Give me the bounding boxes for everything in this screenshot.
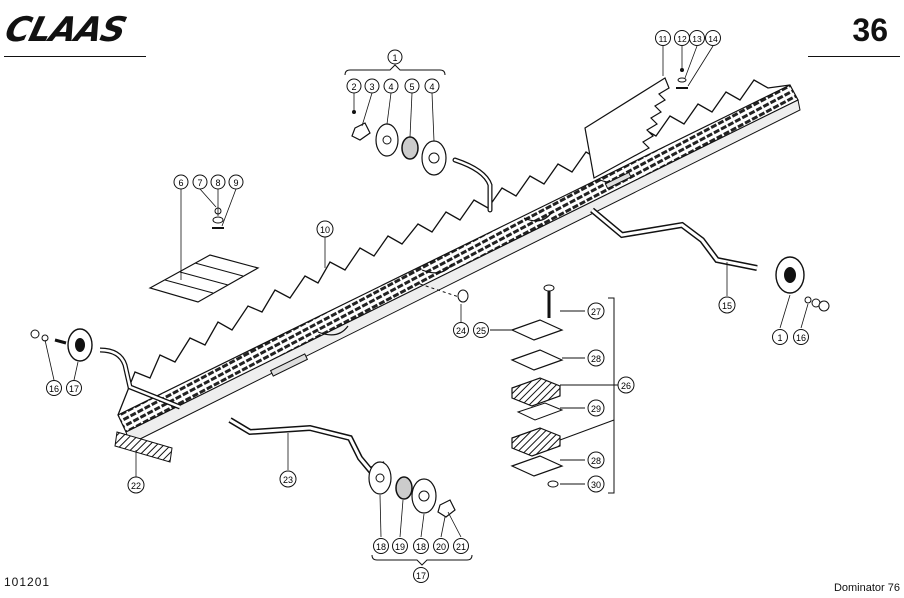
model-name: Dominator 76 bbox=[833, 582, 900, 594]
svg-text:11: 11 bbox=[659, 34, 668, 44]
callout: 9 bbox=[228, 174, 244, 190]
svg-text:16: 16 bbox=[796, 333, 806, 343]
drawing-code: 101201 bbox=[4, 575, 51, 589]
callout-labels: 1 2 3 4 5 4 6 7 8 9 10 11 12 13 14 15 1 … bbox=[46, 30, 809, 583]
callout: 11 bbox=[655, 30, 671, 46]
callout: 3 bbox=[364, 78, 380, 94]
svg-text:24: 24 bbox=[456, 326, 466, 336]
svg-text:17: 17 bbox=[69, 384, 79, 394]
svg-text:29: 29 bbox=[591, 404, 601, 414]
callout: 8 bbox=[210, 174, 226, 190]
svg-text:20: 20 bbox=[436, 542, 446, 552]
callout: 4 bbox=[383, 78, 399, 94]
svg-text:7: 7 bbox=[197, 178, 202, 188]
svg-text:1: 1 bbox=[392, 53, 397, 63]
svg-text:4: 4 bbox=[388, 82, 393, 92]
svg-text:25: 25 bbox=[476, 326, 486, 336]
callout: 18 bbox=[373, 538, 389, 554]
part-6-plate bbox=[148, 254, 260, 303]
callout: 22 bbox=[127, 476, 145, 494]
callout: 20 bbox=[433, 538, 449, 554]
callout: 27 bbox=[587, 302, 605, 320]
callout: 12 bbox=[674, 30, 690, 46]
svg-text:18: 18 bbox=[376, 542, 386, 552]
callout: 28 bbox=[587, 349, 605, 367]
callout: 29 bbox=[587, 399, 605, 417]
callout: 10 bbox=[316, 220, 334, 238]
svg-text:21: 21 bbox=[456, 542, 466, 552]
header-rule-left bbox=[4, 56, 146, 57]
callout: 23 bbox=[279, 470, 297, 488]
svg-text:3: 3 bbox=[369, 82, 374, 92]
straw-walker bbox=[117, 79, 801, 445]
svg-text:17: 17 bbox=[416, 571, 426, 581]
callout: 25 bbox=[473, 322, 489, 338]
callout: 15 bbox=[718, 296, 736, 314]
svg-text:6: 6 bbox=[178, 178, 183, 188]
svg-text:15: 15 bbox=[722, 301, 732, 311]
callout: 30 bbox=[587, 475, 605, 493]
svg-text:22: 22 bbox=[131, 481, 141, 491]
callout: 26 bbox=[617, 376, 635, 394]
callout: 19 bbox=[392, 538, 408, 554]
svg-text:28: 28 bbox=[591, 456, 601, 466]
svg-text:4: 4 bbox=[429, 82, 434, 92]
callout: 17 bbox=[413, 567, 429, 583]
svg-text:2: 2 bbox=[351, 82, 356, 92]
callout: 7 bbox=[192, 174, 208, 190]
callout: 16 bbox=[46, 380, 62, 396]
callout: 16 bbox=[793, 329, 809, 345]
svg-text:30: 30 bbox=[591, 480, 601, 490]
svg-text:9: 9 bbox=[233, 178, 238, 188]
callout: 1 bbox=[387, 49, 403, 65]
callout: 21 bbox=[453, 538, 469, 554]
callout: 1 bbox=[772, 329, 788, 345]
svg-text:10: 10 bbox=[320, 225, 330, 235]
svg-text:19: 19 bbox=[395, 542, 405, 552]
callout: 2 bbox=[346, 78, 362, 94]
callout: 24 bbox=[453, 322, 469, 338]
svg-text:1: 1 bbox=[777, 333, 782, 343]
part-22-strip bbox=[114, 431, 173, 463]
svg-text:27: 27 bbox=[591, 307, 601, 317]
callout: 28 bbox=[587, 451, 605, 469]
page-number: 36 bbox=[852, 12, 888, 48]
svg-text:14: 14 bbox=[708, 34, 718, 44]
svg-text:13: 13 bbox=[692, 34, 702, 44]
callout: 18 bbox=[413, 538, 429, 554]
callout: 4 bbox=[424, 78, 440, 94]
svg-text:18: 18 bbox=[416, 542, 426, 552]
svg-text:8: 8 bbox=[215, 178, 220, 188]
svg-text:12: 12 bbox=[677, 34, 687, 44]
clip-assembly bbox=[457, 284, 622, 494]
svg-text:28: 28 bbox=[591, 354, 601, 364]
header-rule-right bbox=[808, 56, 900, 57]
svg-text:16: 16 bbox=[49, 384, 59, 394]
callout: 13 bbox=[689, 30, 705, 46]
callout: 6 bbox=[173, 174, 189, 190]
svg-text:23: 23 bbox=[283, 475, 293, 485]
callout: 5 bbox=[404, 78, 420, 94]
svg-text:26: 26 bbox=[621, 381, 631, 391]
callout: 17 bbox=[66, 380, 82, 396]
callout: 14 bbox=[705, 30, 721, 46]
svg-text:5: 5 bbox=[409, 82, 414, 92]
